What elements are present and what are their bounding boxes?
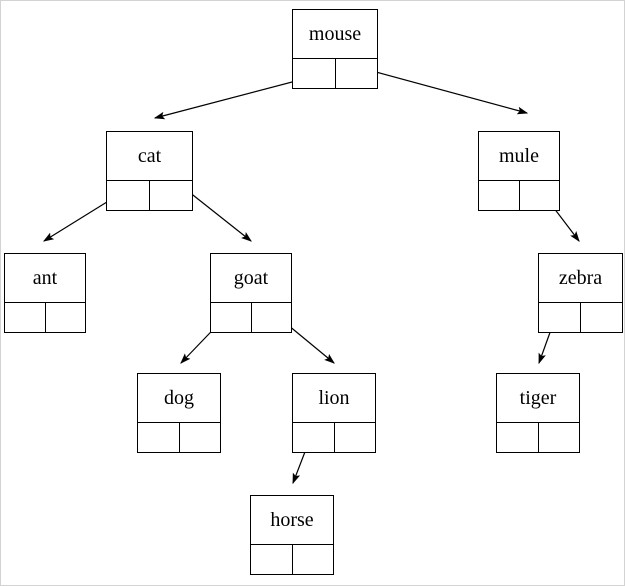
node-label-ant: ant [5, 254, 85, 303]
node-pointers-zebra [539, 303, 622, 332]
node-right-pointer-mule[interactable] [520, 181, 560, 210]
tree-node-ant[interactable]: ant [4, 253, 86, 333]
node-right-pointer-mouse[interactable] [336, 59, 378, 88]
node-label-cat: cat [107, 132, 192, 181]
node-pointers-mouse [293, 59, 377, 88]
node-label-tiger: tiger [497, 374, 579, 423]
tree-node-mule[interactable]: mule [478, 131, 560, 211]
node-left-pointer-zebra[interactable] [539, 303, 581, 332]
node-right-pointer-zebra[interactable] [581, 303, 622, 332]
node-label-mouse: mouse [293, 10, 377, 59]
node-left-pointer-cat[interactable] [107, 181, 150, 210]
tree-node-cat[interactable]: cat [106, 131, 193, 211]
node-label-dog: dog [138, 374, 220, 423]
node-left-pointer-goat[interactable] [211, 303, 252, 332]
node-label-goat: goat [211, 254, 291, 303]
tree-node-horse[interactable]: horse [250, 495, 334, 575]
node-pointers-horse [251, 545, 333, 574]
node-right-pointer-tiger[interactable] [539, 423, 580, 452]
node-pointers-ant [5, 303, 85, 332]
tree-node-lion[interactable]: lion [292, 373, 376, 453]
node-right-pointer-lion[interactable] [335, 423, 376, 452]
tree-node-dog[interactable]: dog [137, 373, 221, 453]
node-label-mule: mule [479, 132, 559, 181]
tree-node-goat[interactable]: goat [210, 253, 292, 333]
tree-node-zebra[interactable]: zebra [538, 253, 623, 333]
node-right-pointer-dog[interactable] [180, 423, 221, 452]
node-right-pointer-goat[interactable] [252, 303, 292, 332]
node-left-pointer-ant[interactable] [5, 303, 46, 332]
node-left-pointer-horse[interactable] [251, 545, 293, 574]
node-label-zebra: zebra [539, 254, 622, 303]
node-right-pointer-cat[interactable] [150, 181, 192, 210]
node-right-pointer-ant[interactable] [46, 303, 86, 332]
node-pointers-tiger [497, 423, 579, 452]
node-label-lion: lion [293, 374, 375, 423]
node-pointers-dog [138, 423, 220, 452]
node-left-pointer-mule[interactable] [479, 181, 520, 210]
node-left-pointer-dog[interactable] [138, 423, 180, 452]
node-pointers-mule [479, 181, 559, 210]
tree-edge-mouse-right-mule [353, 65, 529, 115]
node-left-pointer-mouse[interactable] [293, 59, 336, 88]
node-pointers-cat [107, 181, 192, 210]
node-label-horse: horse [251, 496, 333, 545]
node-right-pointer-horse[interactable] [293, 545, 334, 574]
tree-node-mouse[interactable]: mouse [292, 9, 378, 89]
node-pointers-goat [211, 303, 291, 332]
node-pointers-lion [293, 423, 375, 452]
tree-node-tiger[interactable]: tiger [496, 373, 580, 453]
node-left-pointer-tiger[interactable] [497, 423, 539, 452]
node-left-pointer-lion[interactable] [293, 423, 335, 452]
